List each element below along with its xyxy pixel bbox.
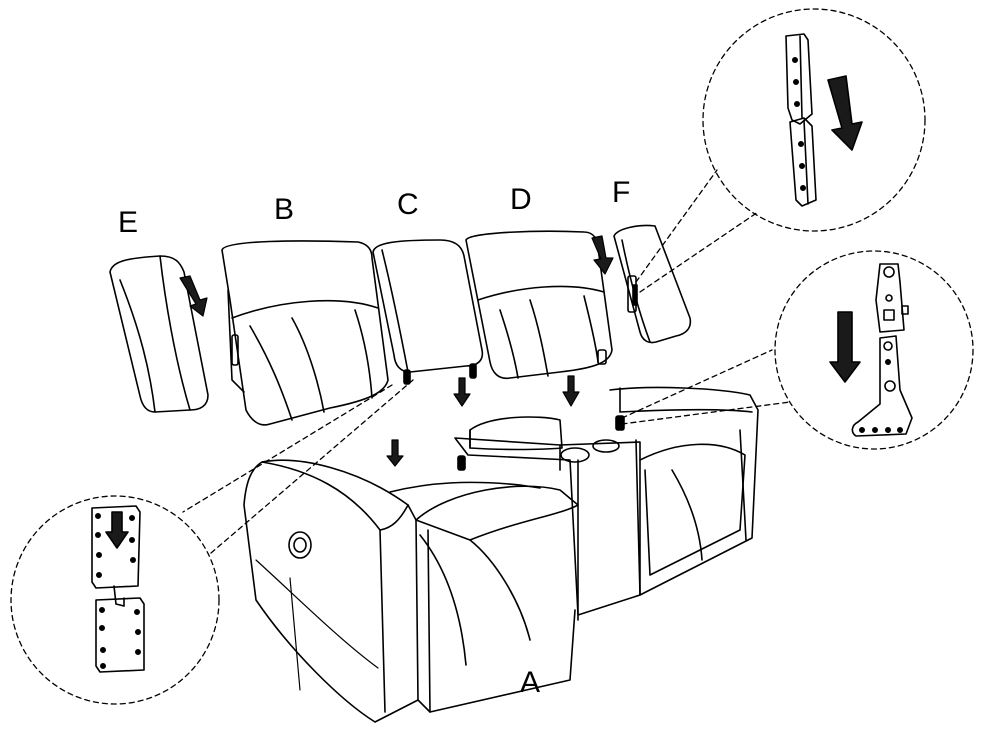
arrow-base-3 (563, 376, 579, 406)
down-arrows (180, 236, 613, 466)
label-b: B (274, 193, 295, 226)
label-a: A (520, 666, 541, 699)
right-arm (610, 388, 758, 595)
label-f: F (612, 176, 631, 209)
callout-top-right (703, 9, 925, 231)
label-c: C (397, 188, 419, 221)
middle-console (455, 438, 640, 615)
sofa-base (244, 388, 758, 722)
side-panel-f (614, 225, 690, 342)
console-lid (470, 417, 562, 449)
label-d: D (510, 183, 532, 216)
left-arm (244, 460, 418, 722)
recline-button (289, 532, 311, 558)
backrest-d (466, 231, 612, 378)
seat-cushion-left (416, 486, 578, 540)
plate-upper (92, 506, 140, 588)
callout-left (11, 496, 219, 704)
arrow-f (592, 236, 613, 274)
seat-cushion-right (640, 444, 745, 575)
bracket-upper (786, 34, 812, 124)
arrow-callout-left (106, 512, 128, 548)
hinge-upper (876, 264, 904, 332)
side-panel-e (110, 256, 208, 412)
arrow-base-1 (387, 440, 403, 466)
bracket-lower (790, 118, 816, 206)
arrow-e (180, 276, 207, 316)
backrest-c (373, 240, 482, 384)
arrow-callout-right (830, 312, 860, 382)
callout-right (775, 251, 973, 449)
arrow-base-2 (454, 378, 470, 406)
leader-lines (183, 170, 790, 553)
label-e: E (118, 206, 139, 239)
arrow-callout-top-right (828, 76, 862, 150)
backrest-b (222, 241, 388, 425)
plate-lower (96, 598, 144, 672)
hinge-lower (852, 336, 912, 436)
